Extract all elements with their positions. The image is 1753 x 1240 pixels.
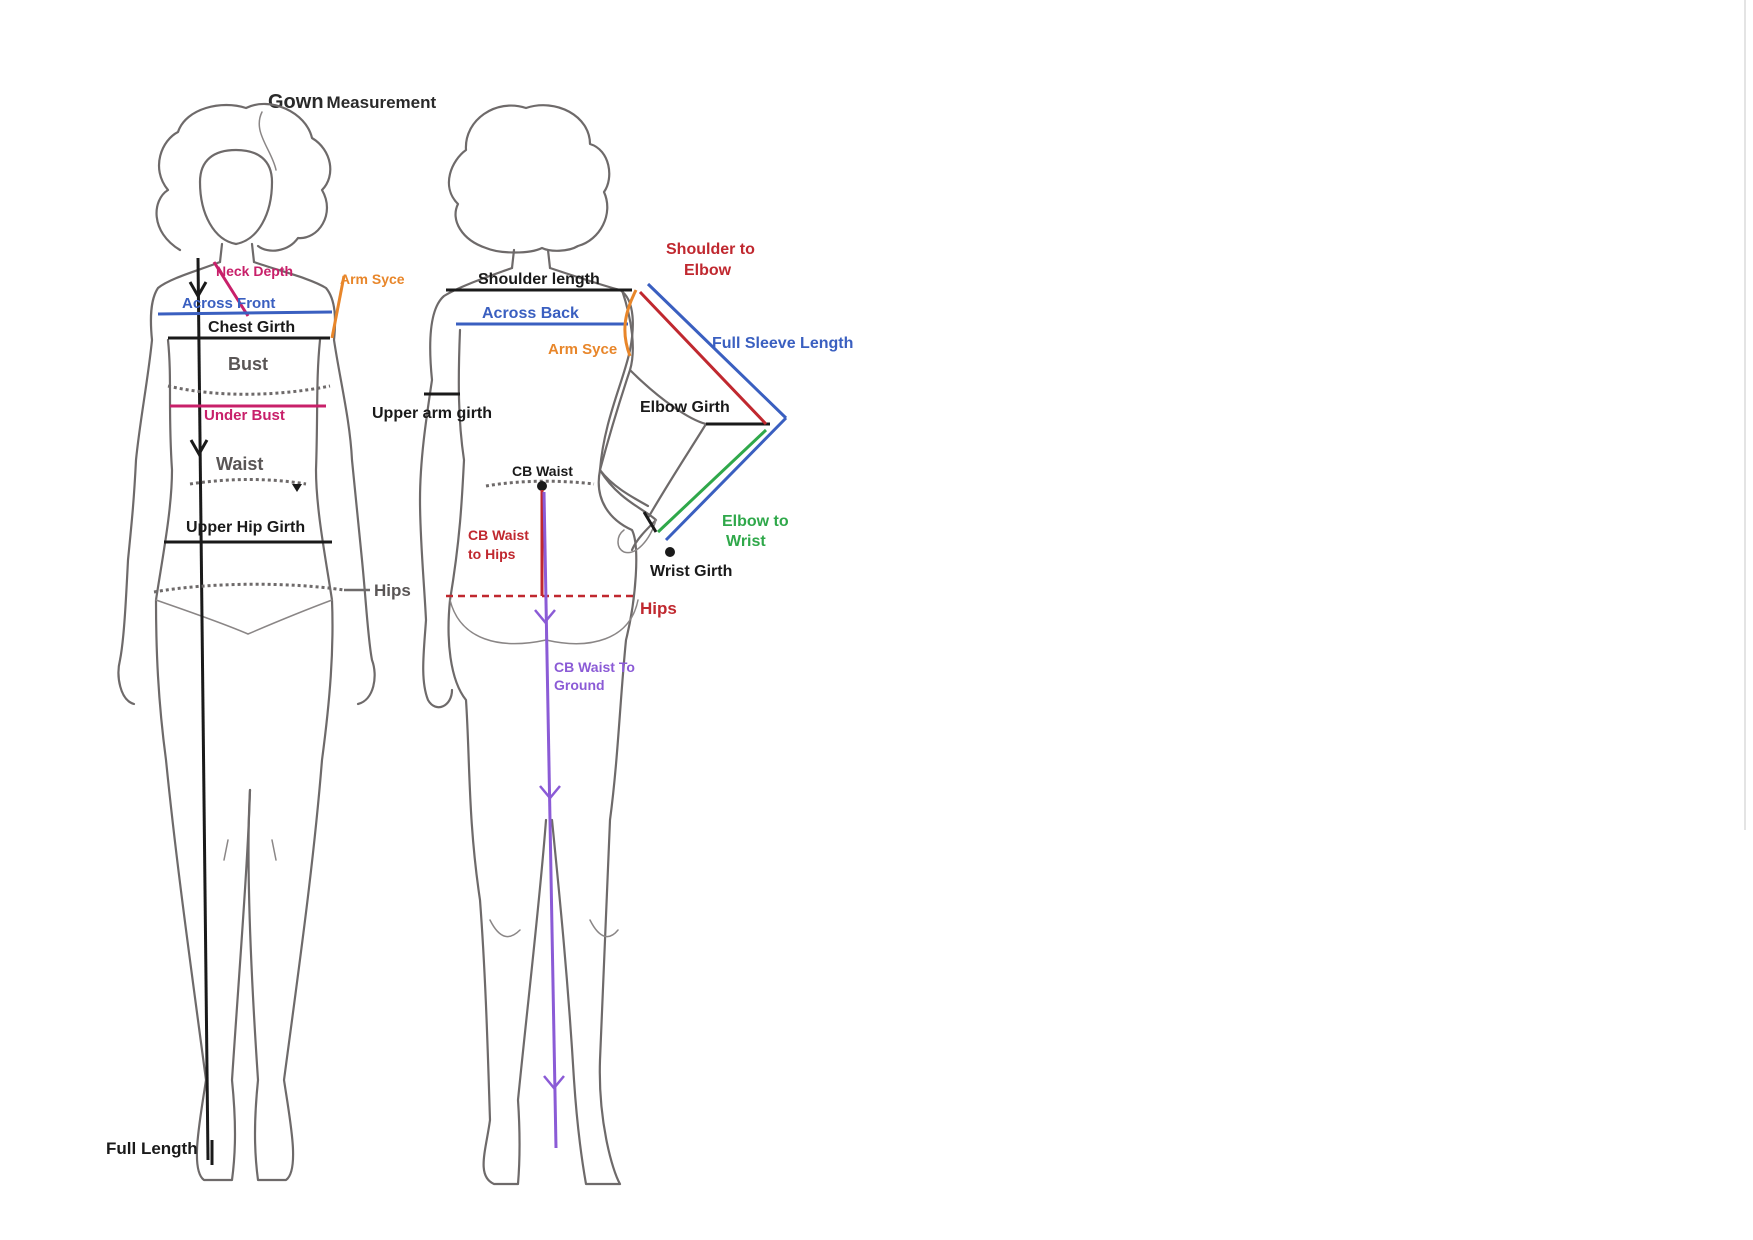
hips-front-line — [153, 582, 345, 594]
title-bold: Gown — [268, 91, 324, 113]
label-across-front: Across Front — [182, 295, 275, 312]
back-hair — [447, 104, 611, 254]
label-cb-waist-to-ground-2: Ground — [554, 677, 605, 693]
full-length-arrow-2 — [189, 439, 209, 458]
front-knee-l — [223, 839, 229, 861]
label-cb-waist: CB Waist — [512, 463, 573, 479]
label-hips-back: Hips — [640, 599, 677, 618]
back-figure — [418, 104, 788, 1186]
label-chest-girth: Chest Girth — [208, 319, 295, 336]
label-wrist-girth: Wrist Girth — [650, 563, 732, 580]
label-arm-syce-front: Arm Syce — [340, 271, 405, 287]
label-shoulder-length: Shoulder length — [478, 271, 600, 288]
label-upper-hip-girth: Upper Hip Girth — [186, 519, 305, 536]
cb-ground-arrow-2 — [539, 785, 561, 800]
label-shoulder-to-elbow-2: Elbow — [684, 262, 732, 279]
label-upper-arm-girth: Upper arm girth — [372, 405, 492, 422]
label-under-bust: Under Bust — [204, 407, 285, 424]
label-elbow-to-wrist-2: Wrist — [726, 533, 766, 550]
back-knee — [489, 919, 619, 938]
label-arm-syce-back: Arm Syce — [548, 341, 617, 358]
label-shoulder-to-elbow-1: Shoulder to — [666, 241, 755, 258]
full-length-line — [196, 257, 210, 1161]
label-bust: Bust — [228, 354, 268, 374]
front-hair — [155, 102, 332, 252]
front-panty — [155, 599, 333, 635]
label-cb-waist-to-hips-2: to Hips — [468, 546, 516, 562]
cb-waist-to-ground-line — [542, 491, 558, 1149]
back-body-right — [548, 266, 638, 1186]
arm-syce-back-line — [623, 289, 638, 357]
across-front-line — [157, 310, 333, 316]
wrist-girth-line — [642, 511, 658, 533]
back-body-left — [418, 266, 548, 1186]
label-elbow-girth: Elbow Girth — [640, 399, 730, 416]
full-sleeve-line-lower — [664, 416, 788, 542]
wrist-point — [665, 547, 675, 557]
waist-line — [189, 478, 307, 486]
cb-waist-point — [537, 481, 547, 491]
back-hand — [617, 519, 657, 554]
elbow-to-wrist-line — [656, 428, 768, 534]
arm-syce-front-line — [330, 275, 346, 339]
cb-waist-line — [485, 479, 595, 488]
label-waist: Waist — [216, 454, 263, 474]
full-sleeve-line-upper — [646, 282, 788, 420]
back-arm — [598, 288, 708, 552]
cb-ground-arrow-3 — [543, 1075, 565, 1090]
waist-marker — [292, 484, 302, 492]
label-across-back: Across Back — [482, 305, 579, 322]
front-body-right — [247, 260, 376, 1182]
label-full-length: Full Length — [106, 1139, 198, 1158]
label-neck-depth: Neck Depth — [216, 263, 293, 279]
back-neck — [510, 248, 552, 270]
front-body-left — [117, 260, 252, 1182]
label-elbow-to-wrist-1: Elbow to — [722, 513, 789, 530]
full-length-arrow-1 — [188, 281, 208, 300]
front-knee-r — [271, 839, 277, 861]
label-cb-waist-to-ground-1: CB Waist To — [554, 659, 635, 675]
bust-line — [167, 384, 331, 396]
front-figure — [117, 102, 376, 1182]
hair-strand — [258, 111, 277, 171]
front-neck — [218, 242, 256, 264]
front-face — [198, 148, 274, 246]
label-cb-waist-to-hips-1: CB Waist — [468, 527, 529, 543]
title-rest: Measurement — [327, 93, 437, 112]
cb-ground-arrow-1 — [534, 609, 556, 624]
label-full-sleeve-length: Full Sleeve Length — [712, 335, 853, 352]
label-hips-front: Hips — [374, 581, 411, 600]
shoulder-to-elbow-line — [638, 290, 768, 426]
neck-depth-line — [212, 261, 250, 317]
